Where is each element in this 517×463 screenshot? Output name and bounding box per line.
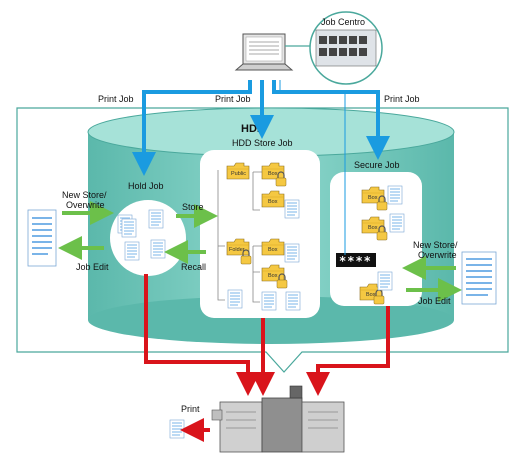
hold-job-label: Hold Job bbox=[128, 181, 164, 191]
public-folder: Public bbox=[226, 162, 250, 180]
box-folder: Box bbox=[261, 238, 285, 256]
job-edit-right-label: Job Edit bbox=[418, 296, 451, 306]
box-folder: Box bbox=[261, 264, 288, 289]
folder-icon: Folder bbox=[226, 238, 252, 265]
new-store-right-line1: New Store/ bbox=[413, 240, 458, 250]
svg-text:Box: Box bbox=[268, 247, 278, 253]
document-icon bbox=[285, 291, 301, 311]
secure-password-line bbox=[279, 80, 346, 255]
print-label: Print bbox=[181, 404, 200, 414]
store-label: Store bbox=[182, 202, 204, 212]
document-icon bbox=[284, 243, 300, 263]
box-folder: Box bbox=[261, 162, 287, 187]
left-document bbox=[27, 209, 57, 267]
green-arrows bbox=[58, 201, 462, 302]
recall-label: Recall bbox=[181, 262, 206, 272]
password-field bbox=[336, 253, 376, 267]
document-icon bbox=[284, 199, 300, 219]
svg-text:Box: Box bbox=[366, 292, 376, 298]
print-job-center-label: Print Job bbox=[215, 94, 251, 104]
hdd-store-job-panel bbox=[200, 150, 320, 318]
hold-job-area bbox=[110, 200, 186, 276]
print-job-right-label: Print Job bbox=[384, 94, 420, 104]
svg-text:Folder: Folder bbox=[229, 247, 245, 253]
svg-text:Box: Box bbox=[268, 273, 278, 279]
secure-box-folder: Box bbox=[359, 271, 393, 305]
svg-text:Box: Box bbox=[268, 199, 278, 205]
secure-box-folder: Box bbox=[361, 185, 403, 211]
new-store-left-line2: Overwrite bbox=[66, 200, 105, 210]
new-store-right-line2: Overwrite bbox=[418, 250, 457, 260]
password-mask: **** bbox=[339, 254, 372, 268]
svg-text:Box: Box bbox=[368, 225, 378, 231]
svg-text:Box: Box bbox=[368, 195, 378, 201]
job-centro-screen bbox=[315, 29, 377, 67]
svg-text:Public: Public bbox=[231, 171, 246, 177]
new-store-left-line1: New Store/ bbox=[62, 190, 107, 200]
store-tree-lines bbox=[217, 170, 262, 303]
printed-document bbox=[169, 419, 185, 439]
print-arrows bbox=[144, 274, 390, 396]
box-folder: Box bbox=[261, 190, 285, 208]
job-edit-left-label: Job Edit bbox=[76, 262, 109, 272]
secure-job-panel bbox=[330, 172, 422, 306]
right-document bbox=[461, 251, 497, 305]
secure-box-folder: Box bbox=[361, 213, 405, 241]
secure-job-label: Secure Job bbox=[354, 160, 400, 170]
printer-icon bbox=[211, 385, 345, 453]
hdd-frame bbox=[16, 107, 509, 373]
document-icon bbox=[261, 291, 277, 311]
svg-text:Box: Box bbox=[268, 171, 278, 177]
print-job-left-label: Print Job bbox=[98, 94, 134, 104]
document-icon bbox=[227, 289, 243, 309]
job-centro-label: Job Centro bbox=[321, 17, 365, 27]
hdd-store-job-label: HDD Store Job bbox=[232, 138, 293, 148]
laptop-icon bbox=[234, 33, 294, 71]
